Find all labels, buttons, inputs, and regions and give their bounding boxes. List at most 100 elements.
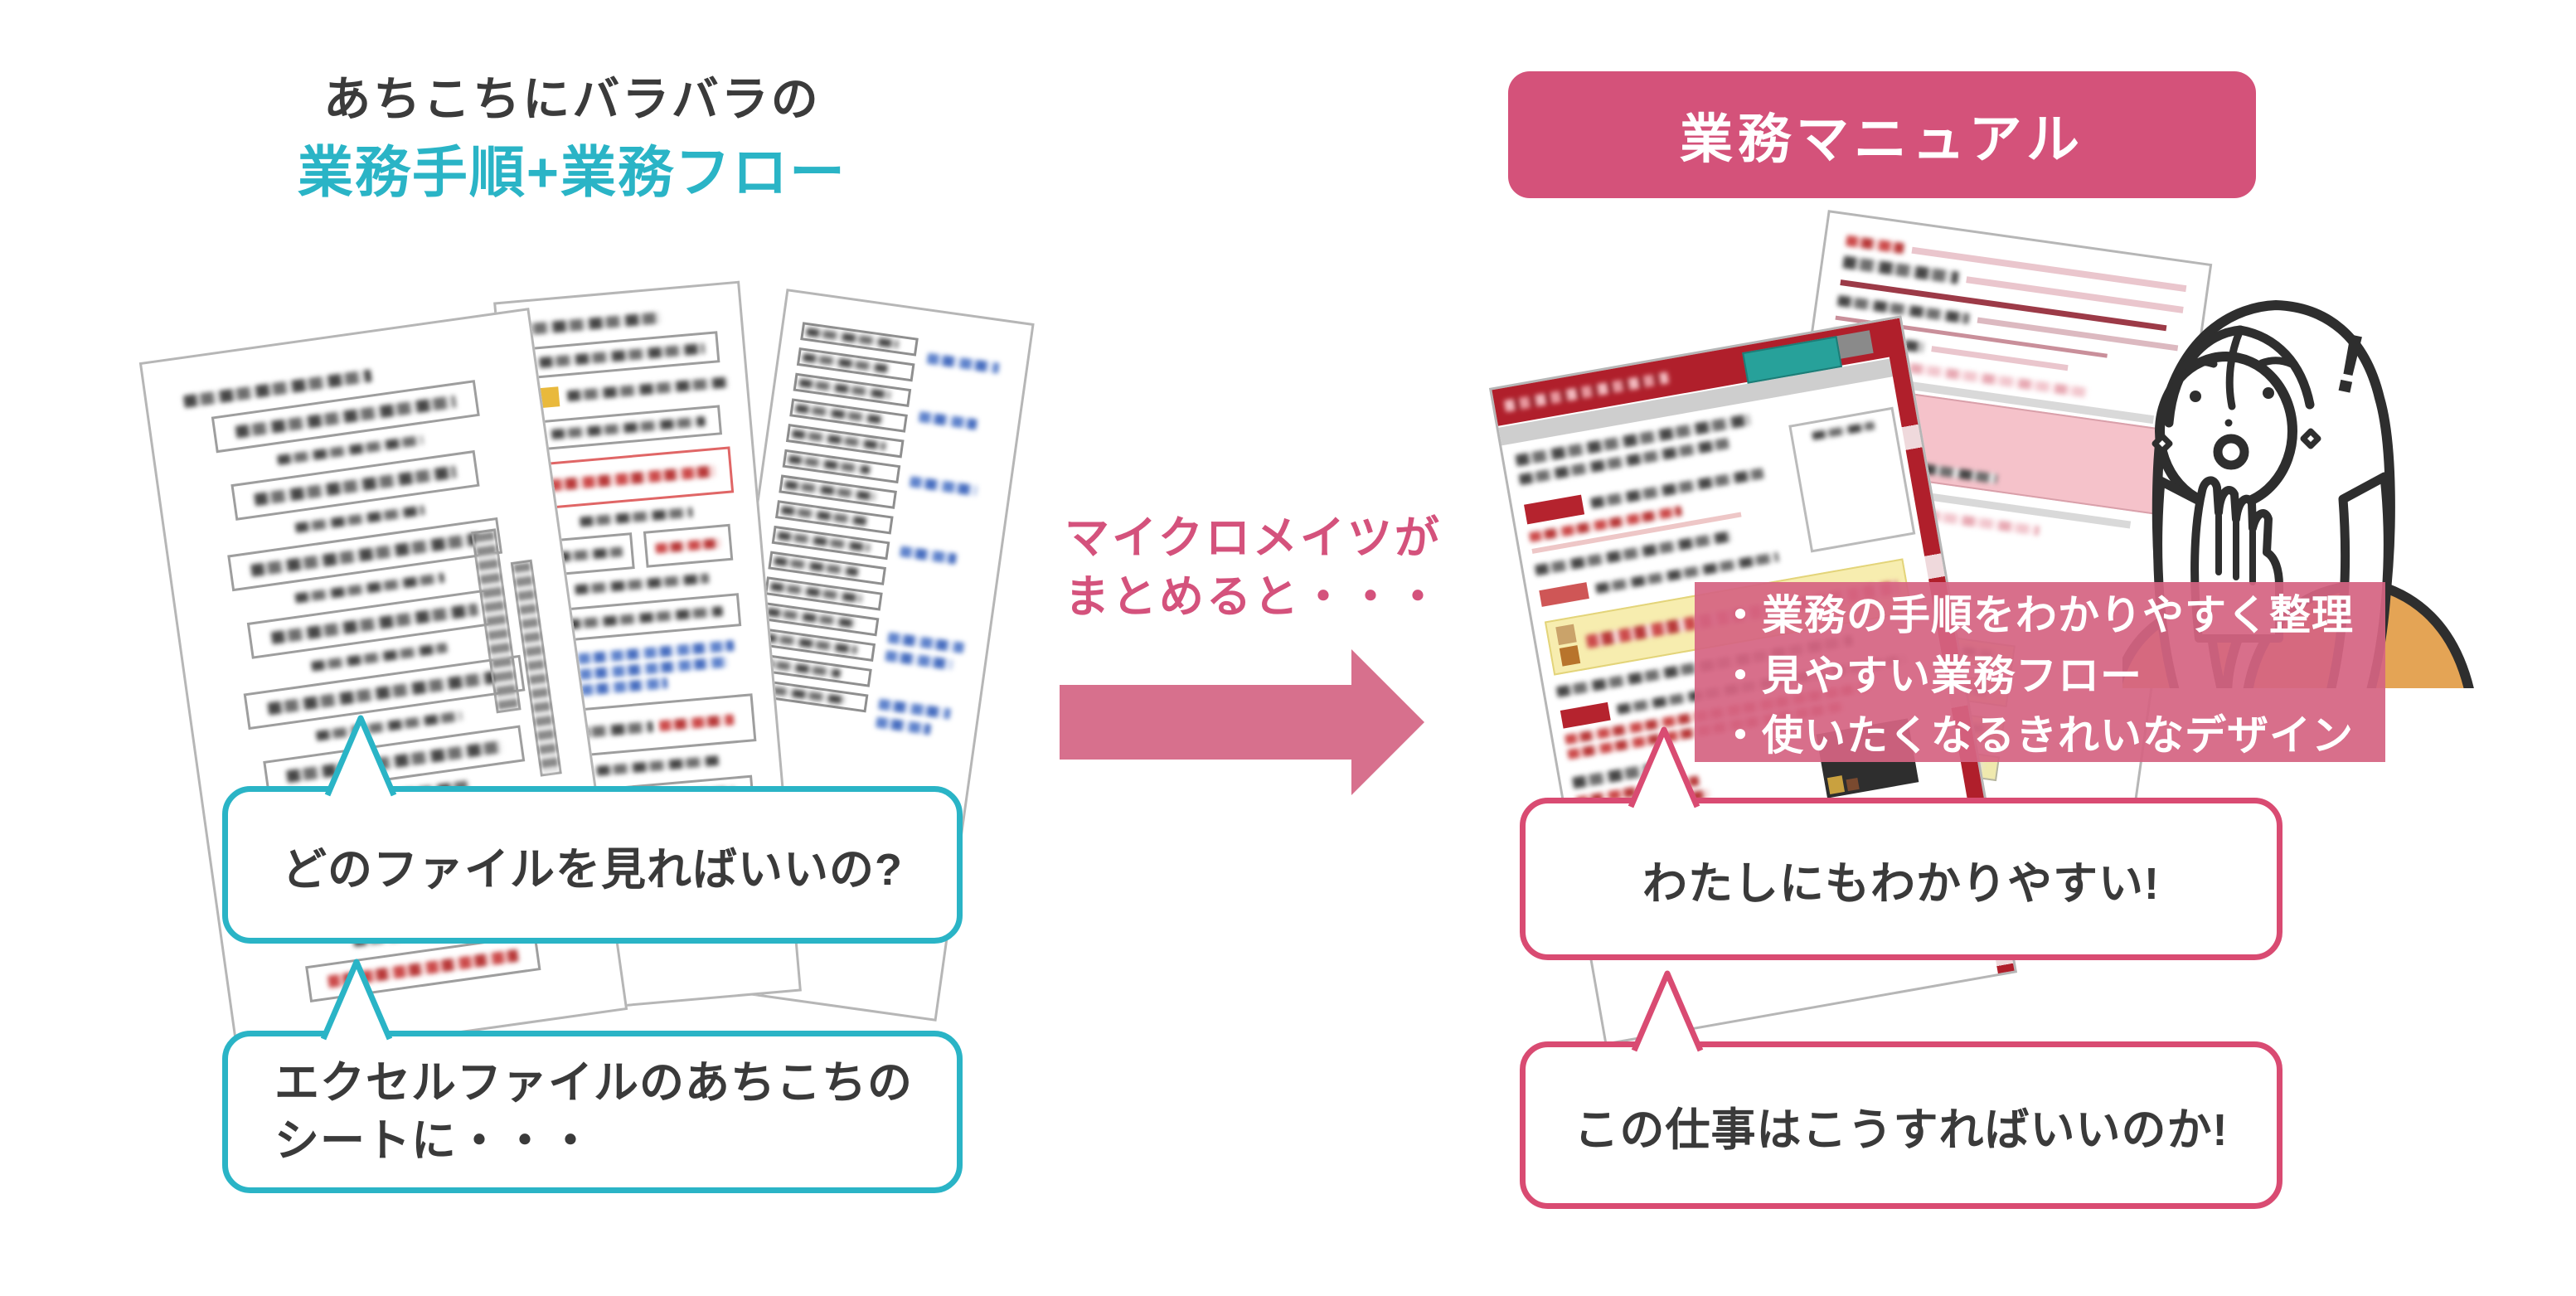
decor-blur-bar [763,633,858,655]
decor-blur-bar [1826,775,1846,794]
decor-blur-bar [2263,387,2274,399]
decor-blur-bar [566,376,729,401]
decor-blur-bar [887,632,965,654]
left-bubble-2-line1: エクセルファイルのあちこちの [274,1057,913,1108]
decor-blur-bar [1539,582,1589,607]
right-bubble-2-text: この仕事はこうすればいいのか! [1574,1104,2229,1155]
decor-blur-bar [900,546,958,565]
decor-blur-bar [531,446,734,511]
center-caption-line1: マイクロメイツが [1065,513,1442,563]
decor-blur-bar [885,650,953,671]
decor-blur-bar [1812,421,1875,441]
right-bubble-1-text: わたしにもわかりやすい! [1642,858,2160,909]
decor-blur-bar [567,605,723,630]
decor-blur-bar [324,715,397,797]
decor-blur-bar [1788,406,1916,553]
decor-blur-bar [2190,391,2201,402]
center-caption-line2: まとめると・・・ [1065,572,1443,623]
decor-blur-bar [2235,325,2315,410]
decor-blur-bar [802,352,889,373]
decor-blur-bar [655,537,722,554]
bubble-tail-icon [1628,726,1700,808]
bubble-tail-icon [324,715,397,797]
decor-blur-bar [791,429,886,451]
left-bubble-2: エクセルファイルのあちこちの シートに・・・ [222,1031,963,1193]
decor-blur-bar [575,573,710,595]
decor-blur-bar [551,415,706,440]
decor-blur-bar [643,523,734,568]
decor-blur-bar [522,371,729,410]
decor-blur-bar [516,312,661,337]
decor-blur-bar [878,698,952,720]
decor-blur-bar [784,480,876,502]
decor-blur-bar [794,404,884,425]
decor-blur-bar [1555,624,1581,667]
center-caption: マイクロメイツが まとめると・・・ [1065,509,1443,628]
decor-blur-bar [1589,467,1765,509]
decor-blur-bar [538,342,706,368]
decor-blur-bar [1559,645,1581,667]
decor-blur-bar [579,507,693,527]
left-bubble-1-text: どのファイルを見ればいいの? [282,844,903,895]
decor-blur-bar [2152,433,2173,454]
left-bubble-2-text: エクセルファイルのあちこちの シートに・・・ [274,1054,913,1170]
bubble-tail-icon [1631,970,1704,1052]
decor-blur-bar [1846,777,1860,792]
decor-blur-bar [2225,326,2244,410]
decor-blur-bar [246,587,502,659]
decor-blur-bar [1555,624,1577,646]
decor-blur-bar [909,476,978,497]
decor-blur-bar [595,755,720,776]
decor-blur-bar [227,517,502,592]
decor-blur-bar [926,352,1000,374]
decor-blur-bar [230,449,480,521]
decor-blur-bar [2213,434,2249,470]
decor-blur-bar [556,546,623,563]
decor-blur-bar [769,581,863,604]
left-heading-line1: あちこちにバラバラの [323,73,821,126]
decor-blur-bar [549,593,741,643]
decor-blur-bar [2176,357,2218,372]
left-heading-line2: 業務手順+業務フロー [297,141,847,204]
left-bubble-2-line2: シートに・・・ [274,1116,594,1166]
decor-blur-bar [2164,325,2245,428]
feature-item-3: ・使いたくなるきれいなデザイン [1720,711,2354,759]
decor-blur-bar [549,465,716,492]
decor-blur-bar [266,669,502,716]
decor-blur-bar [254,464,457,506]
decor-blur-bar [1504,411,1792,609]
features-overlay: ・業務の手順をわかりやすく整理 ・見やすい業務フロー ・使いたくなるきれいなデザ… [1695,582,2385,762]
manual-banner: 業務マニュアル [1508,71,2256,198]
decor-blur-bar [659,713,735,731]
decor-blur-bar [1560,701,1611,729]
decor-blur-bar [766,607,856,629]
left-bubble-1: どのファイルを見ればいいの? [222,786,963,944]
decor-blur-bar [320,959,393,1041]
decor-blur-bar [1842,255,1959,284]
decor-blur-bar [1631,970,1704,1052]
decor-blur-bar [805,328,900,349]
decor-blur-bar [534,405,723,451]
decor-blur-bar [780,505,868,527]
decor-blur-bar [535,523,743,577]
left-heading: あちこちにバラバラの 業務手順+業務フロー [211,73,933,205]
decor-blur-bar [788,454,871,475]
right-bubble-2: この仕事はこうすればいいのか! [1520,1041,2283,1209]
decor-blur-bar [777,531,871,553]
decor-blur-bar [2300,428,2321,449]
decor-blur-bar [876,716,932,735]
decor-blur-bar [774,556,859,577]
decor-blur-bar [1060,649,1424,795]
decor-blur-bar [918,410,978,430]
decor-blur-bar [2224,419,2233,427]
decor-blur-bar [2258,357,2296,368]
transform-arrow-icon [1060,649,1424,795]
decor-blur-bar [270,602,479,644]
decor-blur-bar [235,395,457,439]
decor-blur-bar [523,331,720,380]
manual-banner-label: 業務マニュアル [1679,109,2085,169]
right-bubble-1: わたしにもわかりやすい! [1520,798,2283,960]
decor-blur-bar [1524,494,1585,525]
bubble-tail-icon [320,959,393,1041]
